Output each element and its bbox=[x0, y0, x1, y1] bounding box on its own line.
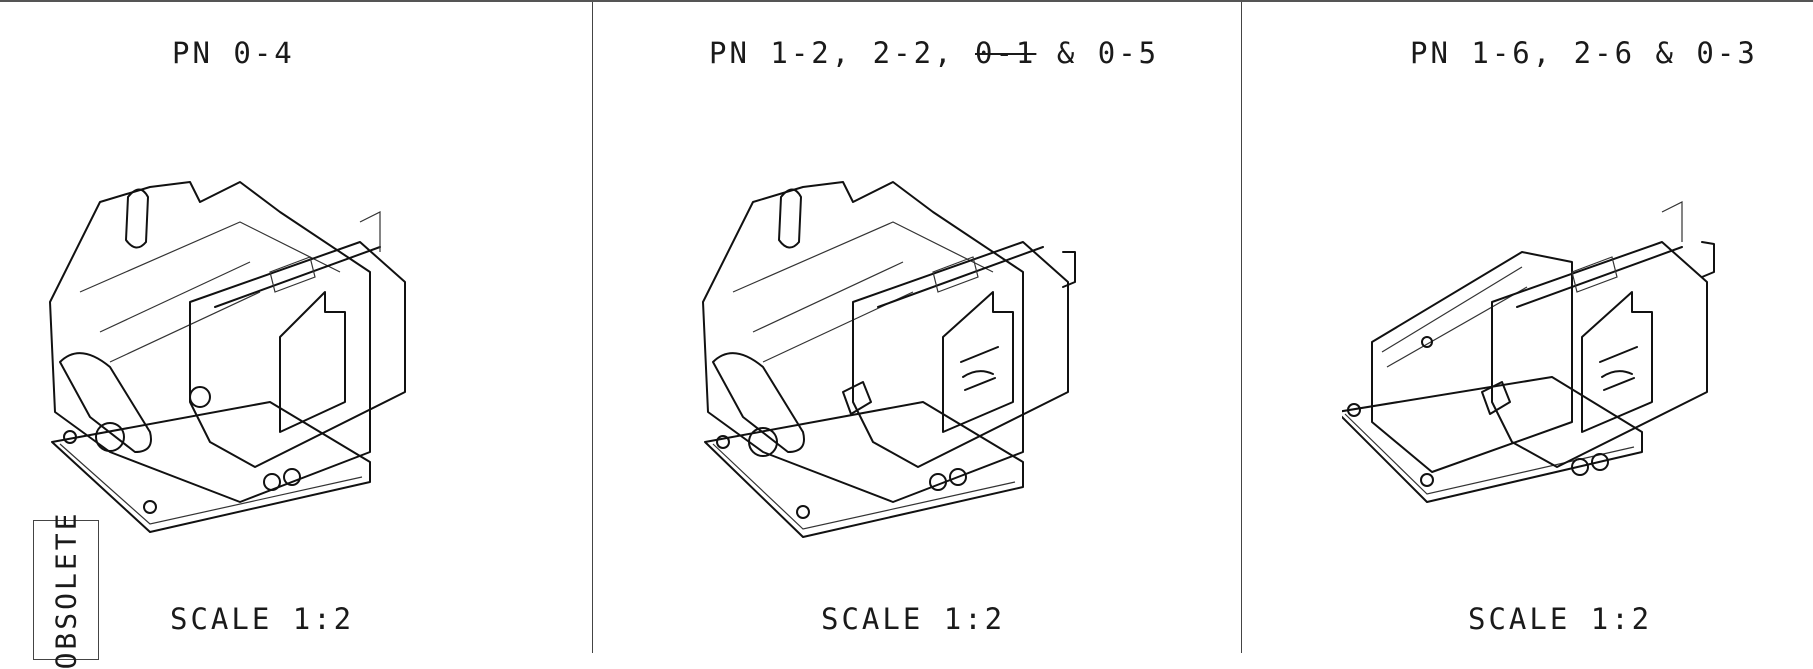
panel-pn-1-6-2-6-0-3: PN 1-6, 2-6 & 0-3 SCALE 1:2 bbox=[1242, 2, 1813, 653]
panel-pn-1-2-2-2-0-5: PN 1-2, 2-2, 0-1 & 0-5 SCALE 1:2 bbox=[593, 2, 1242, 653]
stamp-label: OBSOLETE bbox=[49, 510, 83, 669]
panel-pn-0-4: PN 0-4 SCAL bbox=[0, 2, 593, 669]
title-part-a: PN 1-2, 2-2, bbox=[709, 36, 955, 70]
scale-label: SCALE 1:2 bbox=[821, 602, 1006, 636]
scale-label: SCALE 1:2 bbox=[1468, 602, 1653, 636]
panel-title: PN 1-6, 2-6 & 0-3 bbox=[1410, 36, 1758, 70]
scale-label: SCALE 1:2 bbox=[170, 602, 355, 636]
title-struck-part: 0-1 bbox=[974, 36, 1037, 70]
title-part-b: & 0-5 bbox=[1056, 36, 1160, 70]
panel-title: PN 1-2, 2-2, 0-1 & 0-5 bbox=[709, 36, 1159, 70]
connector-housing-drawing bbox=[1342, 201, 1715, 503]
obsolete-stamp: OBSOLETE bbox=[33, 511, 99, 669]
connector-housing-drawing bbox=[49, 181, 406, 533]
connector-housing-drawing bbox=[702, 181, 1076, 538]
panel-title: PN 0-4 bbox=[172, 36, 295, 70]
